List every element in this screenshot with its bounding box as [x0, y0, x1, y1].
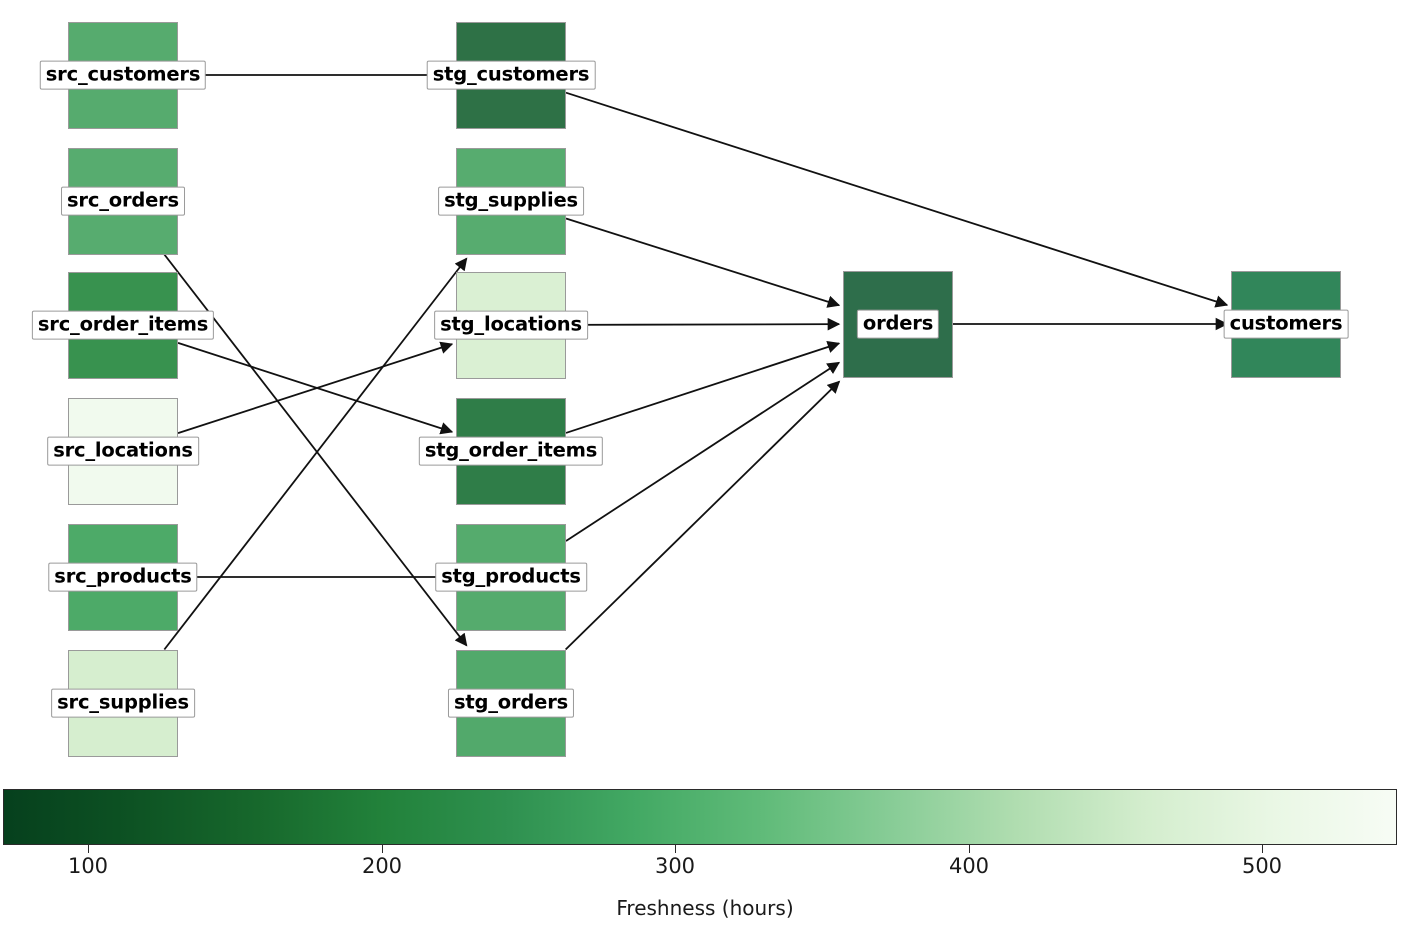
edge-stg_products-to-orders — [565, 361, 841, 542]
edge-stg_order_items-to-orders — [565, 340, 841, 434]
colorbar-tick-label-200: 200 — [361, 854, 403, 878]
node-label-src_customers: src_customers — [39, 60, 207, 90]
node-label-stg_orders: stg_orders — [447, 688, 575, 718]
node-label-stg_locations: stg_locations — [434, 310, 588, 340]
colorbar-tick-label-100: 100 — [67, 854, 109, 878]
edge-src_order_items-to-stg_order_items — [177, 342, 454, 435]
colorbar-tick-label-300: 300 — [654, 854, 696, 878]
colorbar-tick-mark-500 — [1262, 845, 1264, 853]
node-label-stg_supplies: stg_supplies — [438, 186, 584, 216]
edge-src_locations-to-stg_locations — [177, 341, 454, 434]
colorbar-tick-mark-100 — [88, 845, 90, 853]
colorbar-axis-label: Freshness (hours) — [616, 896, 794, 920]
node-label-src_order_items: src_order_items — [31, 310, 215, 340]
colorbar-tick-label-500: 500 — [1241, 854, 1283, 878]
edge-stg_orders-to-orders — [565, 380, 841, 651]
node-label-stg_customers: stg_customers — [426, 60, 596, 90]
colorbar — [3, 789, 1397, 845]
edge-stg_supplies-to-orders — [565, 217, 841, 308]
node-label-src_locations: src_locations — [47, 436, 199, 466]
node-label-customers: customers — [1223, 309, 1349, 339]
colorbar-tick-label-400: 400 — [948, 854, 990, 878]
colorbar-tick-mark-300 — [675, 845, 677, 853]
edge-stg_locations-to-orders — [565, 317, 841, 331]
colorbar-tick-mark-200 — [382, 845, 384, 853]
node-label-stg_order_items: stg_order_items — [418, 436, 604, 466]
node-label-orders: orders — [856, 309, 940, 339]
node-label-src_products: src_products — [48, 562, 198, 592]
colorbar-tick-mark-400 — [969, 845, 971, 853]
node-label-src_orders: src_orders — [61, 186, 185, 216]
node-label-stg_products: stg_products — [435, 562, 587, 592]
colorbar-gradient — [4, 790, 1396, 844]
node-label-src_supplies: src_supplies — [51, 688, 195, 718]
